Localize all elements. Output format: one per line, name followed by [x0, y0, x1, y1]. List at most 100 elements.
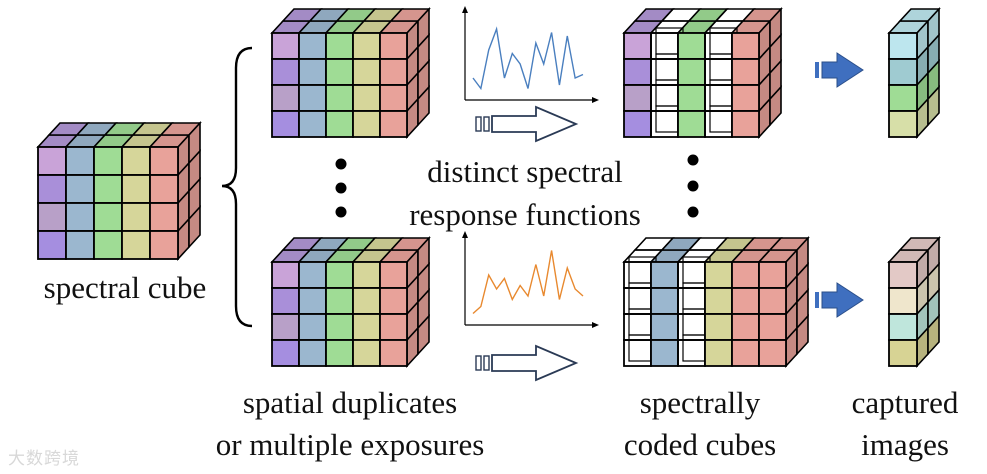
cube-front-cell [758, 313, 787, 341]
cube-front-cell [93, 146, 123, 176]
cube-front-cell [704, 261, 733, 289]
cube-front-cell [623, 339, 652, 367]
label-images: images [861, 427, 949, 462]
cube-front-cell [623, 287, 652, 315]
cube-front-cell [623, 32, 652, 60]
cube-front-cell [650, 58, 679, 86]
cube-front-cell [731, 313, 760, 341]
cube-front-cell [93, 174, 123, 204]
hollow-right-arrow-icon [491, 105, 579, 143]
cube-front-cell [650, 84, 679, 112]
ellipsis-dot [687, 154, 699, 166]
cube-front-cell [888, 58, 918, 86]
label-multiple-exposures: or multiple exposures [215, 427, 485, 462]
captured-image-top [887, 6, 941, 140]
response-curve [472, 26, 584, 91]
cube-side-cell [417, 84, 430, 128]
cube-front-cell [271, 287, 300, 315]
cube-front-cell [271, 32, 300, 60]
cube-front-cell [271, 58, 300, 86]
response-plot-bottom [462, 231, 599, 328]
cube-front-cell [704, 287, 733, 315]
response-plot-top [462, 6, 599, 103]
hollow-arrow-top [475, 105, 579, 143]
arrow-tick [475, 355, 482, 371]
cube-front-cell [379, 32, 408, 60]
cube-front-cell [121, 230, 151, 260]
cube-front-cell [121, 146, 151, 176]
cube-front-cell [704, 32, 733, 60]
cube-front-cell [121, 174, 151, 204]
watermark: 大数跨境 [8, 449, 80, 469]
cube-front-cell [379, 84, 408, 112]
cube-front-cell [888, 110, 918, 138]
cube-front-cell [271, 313, 300, 341]
cube-side-cell [927, 84, 940, 128]
spectral-cube [36, 120, 202, 262]
label-spatial-duplicates: spatial duplicates [242, 385, 458, 420]
cube-front-cell [731, 32, 760, 60]
cube-front-cell [37, 146, 67, 176]
cube-front-cell [271, 261, 300, 289]
cube-front-cell [352, 339, 381, 367]
cube-front-cell [758, 339, 787, 367]
plot-y-arrowhead [462, 231, 468, 238]
cube-front-cell [650, 110, 679, 138]
cube-front-cell [325, 261, 354, 289]
cube-front-cell [650, 313, 679, 341]
cube-front-cell [149, 230, 179, 260]
cube-front-cell [650, 339, 679, 367]
cube-front-cell [758, 261, 787, 289]
label-coded-cubes: coded cubes [623, 427, 777, 462]
cube-front-cell [149, 146, 179, 176]
coded-cube-bottom [622, 235, 810, 369]
response-curve [472, 250, 584, 315]
solid-right-arrow-icon [821, 52, 864, 88]
cube-front-cell [677, 339, 706, 367]
ellipsis-dot [687, 206, 699, 218]
cube-front-cell [325, 313, 354, 341]
cube-front-cell [677, 261, 706, 289]
cube-front-cell [271, 84, 300, 112]
cube-front-cell [298, 84, 327, 112]
cube-front-cell [352, 32, 381, 60]
cube-front-cell [65, 174, 95, 204]
ellipsis-dot [687, 180, 699, 192]
cube-side-cell [417, 313, 430, 357]
cube-front-cell [325, 84, 354, 112]
cube-front-cell [37, 230, 67, 260]
cube-front-cell [352, 110, 381, 138]
ellipsis-dot [335, 182, 347, 194]
cube-front-cell [37, 174, 67, 204]
cube-front-cell [93, 202, 123, 232]
cube-front-cell [623, 261, 652, 289]
cube-front-cell [352, 313, 381, 341]
cube-front-cell [65, 146, 95, 176]
cube-front-cell [731, 110, 760, 138]
coded-cube-top [622, 6, 783, 140]
cube-front-cell [704, 84, 733, 112]
cube-front-cell [888, 32, 918, 60]
cube-front-cell [325, 110, 354, 138]
cube-front-cell [352, 261, 381, 289]
cube-front-cell [677, 313, 706, 341]
cube-front-cell [888, 313, 918, 341]
label-spectrally: spectrally [639, 385, 761, 420]
cube-front-cell [677, 84, 706, 112]
cube-front-cell [149, 174, 179, 204]
misc-layer [221, 46, 699, 328]
cube-front-cell [379, 261, 408, 289]
arrow-tick [815, 292, 819, 308]
cube-front-cell [37, 202, 67, 232]
cube-front-cell [650, 287, 679, 315]
cube-front-cell [623, 110, 652, 138]
label-captured: captured [851, 385, 959, 420]
cubes-layer [36, 6, 941, 369]
cube-front-cell [325, 287, 354, 315]
cube-front-cell [888, 84, 918, 112]
cube-front-cell [271, 110, 300, 138]
arrows-layer [475, 52, 864, 382]
cube-front-cell [623, 84, 652, 112]
solid-right-arrow-icon [821, 282, 864, 318]
